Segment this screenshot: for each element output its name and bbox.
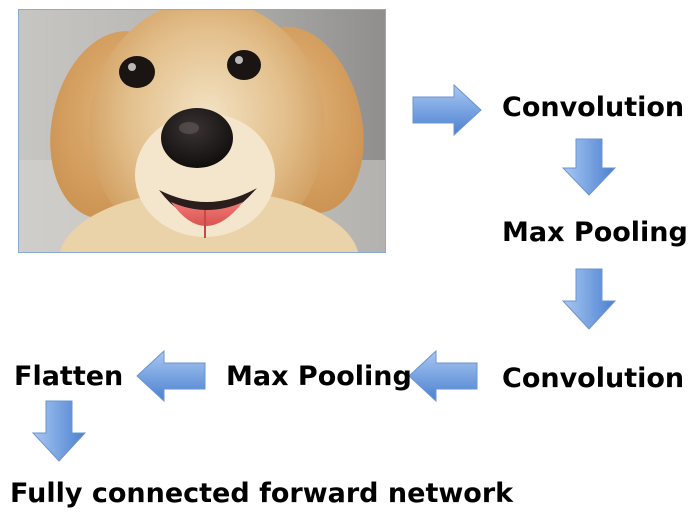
convolution-label-2: Convolution [502,363,685,394]
right-arrow-icon [412,84,482,136]
flatten-label: Flatten [14,361,124,392]
convolution-label-1: Convolution [502,92,685,123]
max-pooling-label-1: Max Pooling [502,217,688,248]
down-arrow-icon [562,138,616,196]
down-arrow-icon [32,400,86,462]
fully-connected-label: Fully connected forward network [10,478,514,509]
left-arrow-icon [408,350,478,402]
max-pooling-label-2: Max Pooling [226,361,412,392]
down-arrow-icon [562,268,616,330]
dog-photo [18,9,386,253]
left-arrow-icon [136,350,206,402]
